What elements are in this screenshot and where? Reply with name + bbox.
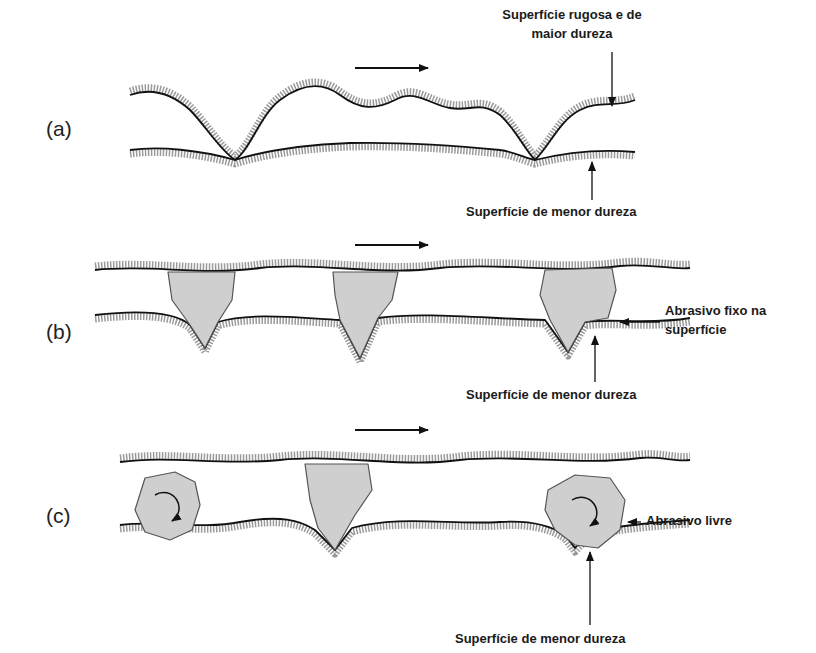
leader-line	[611, 52, 612, 106]
leader-line	[620, 321, 660, 322]
upper-surface	[120, 458, 690, 463]
fixed-abrasive	[333, 272, 398, 358]
panel-b	[95, 245, 690, 382]
panel-letter: (a)	[46, 114, 72, 144]
leader-line	[591, 162, 592, 200]
panel-letter: (b)	[46, 317, 72, 347]
surface-label: Superfície de menor dureza	[455, 630, 626, 649]
free-abrasive	[305, 464, 372, 550]
surface-hatch	[95, 261, 690, 267]
free-abrasive	[545, 475, 625, 548]
free-abrasive	[135, 472, 200, 540]
surface-label: Superfície de menor dureza	[466, 386, 637, 405]
abrasive-label: Abrasivo fixo na superfície	[665, 302, 800, 340]
motion-arrow	[355, 244, 428, 246]
abrasive-label: Abrasivo livre	[646, 512, 732, 531]
fixed-abrasive	[168, 272, 235, 348]
fixed-abrasive	[540, 268, 616, 352]
soft-surface	[130, 143, 635, 160]
motion-arrow	[355, 67, 428, 69]
surface-hatch	[95, 316, 690, 362]
surface-label: Superfície rugosa e de maior dureza	[486, 6, 658, 44]
leader-line	[594, 336, 595, 382]
leader-line	[628, 521, 641, 522]
surface-hatch	[120, 454, 690, 459]
panel-letter: (c)	[46, 501, 71, 531]
leader-line	[589, 552, 590, 625]
panel-a	[130, 52, 635, 200]
rotation-arrow	[155, 492, 179, 521]
rotation-arrow	[572, 497, 597, 526]
surface-label: Superfície de menor dureza	[466, 203, 637, 222]
motion-arrow	[355, 429, 428, 431]
panel-c	[120, 430, 690, 625]
